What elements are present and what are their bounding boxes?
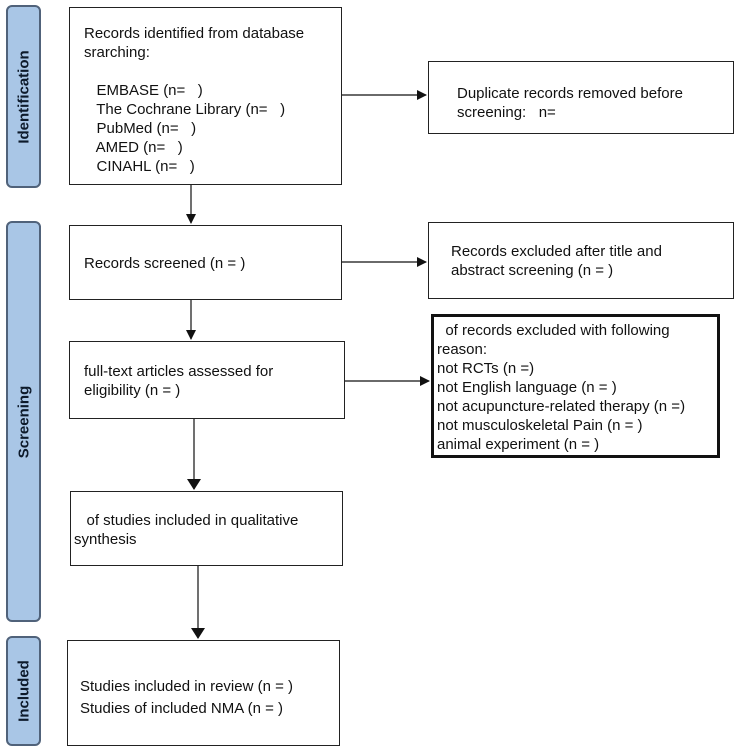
text-line: Records screened (n = ) (84, 255, 246, 272)
records-identified-box: Records identified from database srarchin… (69, 7, 342, 185)
text-line: Duplicate records removed before (457, 85, 683, 102)
included-review-text: Studies included in review (n = ) Studies… (80, 676, 339, 720)
text-line: reason: (437, 341, 488, 358)
records-excluded-text: Records excluded after title and abstract… (451, 242, 733, 280)
text-line: CINAHL (n= ) (84, 158, 195, 175)
text-line: not musculoskeletal Pain (n = ) (437, 417, 643, 434)
text-line: animal experiment (n = ) (437, 436, 600, 453)
records-identified-text: Records identified from database srarchin… (84, 24, 341, 176)
duplicates-removed-box: Duplicate records removed before screenin… (428, 61, 734, 134)
qualitative-synthesis-box: of studies included in qualitative synthe… (70, 491, 343, 566)
fulltext-assessed-box: full-text articles assessed for eligibili… (69, 341, 345, 419)
text-line: eligibility (n = ) (84, 382, 181, 399)
text-line: not acupuncture-related therapy (n =) (437, 398, 686, 415)
phase-screening: Screening (6, 221, 41, 622)
qualitative-synthesis-text: of studies included in qualitative synthe… (74, 511, 342, 549)
duplicates-removed-text: Duplicate records removed before screenin… (457, 84, 733, 122)
text-line: not English language (n = ) (437, 379, 617, 396)
included-review-box: Studies included in review (n = ) Studies… (67, 640, 340, 746)
text-line: screening: n= (457, 104, 556, 121)
text-line: PubMed (n= ) (84, 120, 197, 137)
text-line: abstract screening (n = ) (451, 262, 614, 279)
text-line: synthesis (74, 531, 137, 548)
text-line: not RCTs (n =) (437, 360, 535, 377)
text-line (84, 62, 341, 81)
text-line: of records excluded with following (437, 322, 670, 339)
text-line: Records identified from database (84, 25, 305, 42)
text-line: Records excluded after title and (451, 243, 662, 260)
fulltext-assessed-text: full-text articles assessed for eligibili… (84, 362, 344, 400)
text-line: Studies of included NMA (n = ) (80, 700, 284, 717)
phase-identification: Identification (6, 5, 41, 188)
fulltext-excluded-box: of records excluded with following reason… (431, 314, 720, 458)
text-line: Studies included in review (n = ) (80, 678, 294, 695)
text-line: The Cochrane Library (n= ) (84, 101, 286, 118)
records-screened-box: Records screened (n = ) (69, 225, 342, 300)
text-line: EMBASE (n= ) (84, 82, 203, 99)
text-line: of studies included in qualitative (74, 512, 299, 529)
records-screened-text: Records screened (n = ) (84, 254, 341, 273)
text-line: AMED (n= ) (84, 139, 183, 156)
records-excluded-box: Records excluded after title and abstract… (428, 222, 734, 299)
fulltext-excluded-text: of records excluded with following reason… (437, 321, 717, 454)
text-line: full-text articles assessed for (84, 363, 274, 380)
text-line: srarching: (84, 44, 150, 61)
phase-included: Included (6, 636, 41, 746)
